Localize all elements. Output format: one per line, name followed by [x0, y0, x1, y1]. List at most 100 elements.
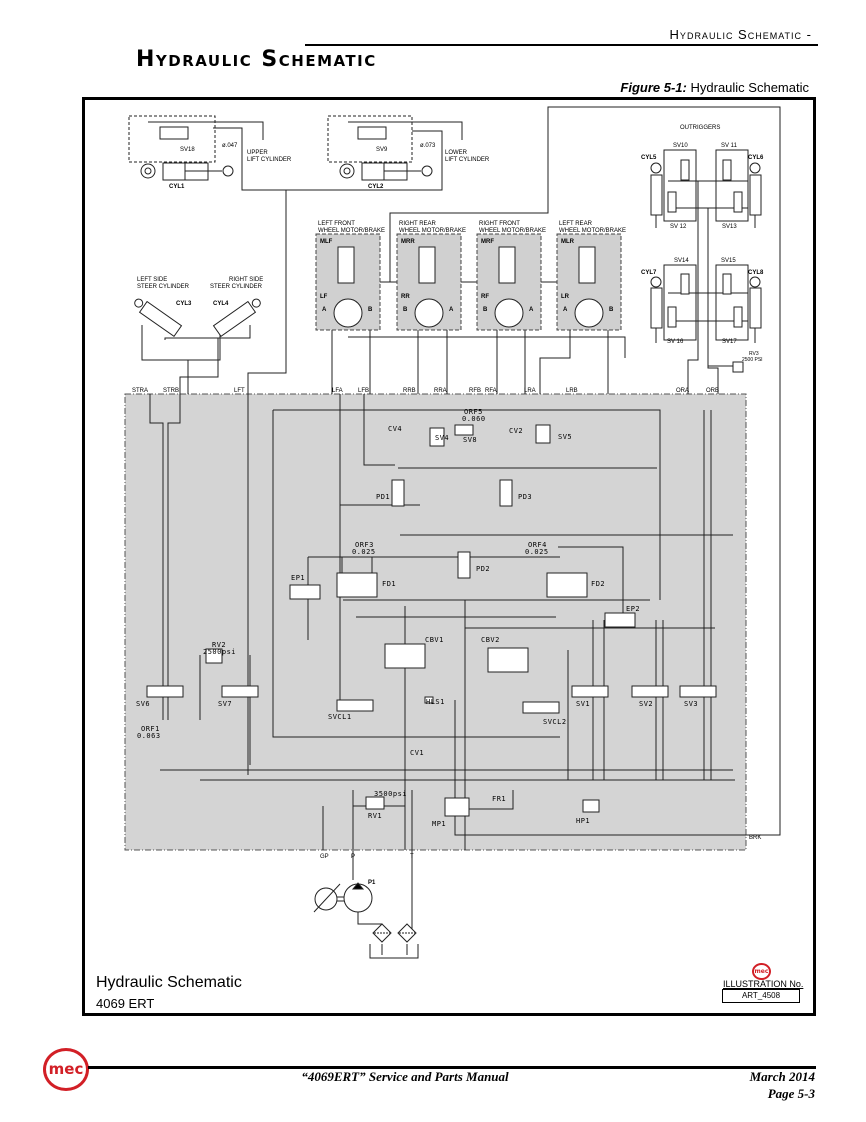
- port-rra: RRA: [434, 388, 447, 394]
- motor-left-port: B: [403, 307, 408, 313]
- label-sv6: SV6: [136, 700, 150, 708]
- label-sv18: SV18: [180, 147, 195, 153]
- label-rv2-pressure: 2500psi: [203, 648, 236, 656]
- label-svcl1: SVCL1: [328, 713, 352, 721]
- pump-p1: [313, 882, 373, 913]
- label-fd1: FD1: [382, 580, 396, 588]
- motor-left-port: A: [322, 307, 327, 313]
- label-left-steer-2: STEER CYLINDER: [137, 284, 190, 290]
- valve-symbol: [487, 647, 529, 673]
- valve-symbol: [221, 685, 259, 698]
- valve-symbol: [546, 572, 588, 598]
- label-sv14: SV14: [674, 258, 689, 264]
- label-cbv2: CBV2: [481, 636, 500, 644]
- lower-lift-cylinder: [339, 126, 433, 181]
- motor-code: LR: [561, 294, 570, 300]
- label-pd3: PD3: [518, 493, 532, 501]
- motor-title-2: WHEEL MOTOR/BRAKE: [318, 228, 385, 234]
- motor-icon: [414, 298, 444, 328]
- valve-symbol: [391, 479, 405, 507]
- label-ep2: EP2: [626, 605, 640, 613]
- motor-icon: [494, 298, 524, 328]
- label-cbv1: CBV1: [425, 636, 444, 644]
- hydraulic-lines: [128, 106, 781, 959]
- valve-symbol: [457, 551, 471, 579]
- label-orf5-size: 0.060: [462, 415, 486, 423]
- label-upper-1: UPPER: [247, 150, 268, 156]
- label-sv1: SV1: [576, 700, 590, 708]
- label-cv2: CV2: [509, 427, 523, 435]
- label-cyl7: CYL7: [641, 270, 657, 276]
- label-cyl4: CYL4: [213, 301, 229, 307]
- label-hls1: HLS1: [426, 698, 445, 706]
- port-ora: ORA: [676, 388, 689, 394]
- label-upper-2: LIFT CYLINDER: [247, 157, 292, 163]
- brake-spring-icon: [337, 246, 355, 284]
- motor-title-2: WHEEL MOTOR/BRAKE: [399, 228, 466, 234]
- label-cyl8: CYL8: [748, 270, 764, 276]
- label-rv2: RV2: [212, 641, 226, 649]
- motor-left-port: A: [563, 307, 568, 313]
- motor-title-1: RIGHT REAR: [399, 221, 437, 227]
- valve-symbol: [571, 685, 609, 698]
- valve-symbol: [146, 685, 184, 698]
- figure-caption-text: Hydraulic Schematic: [690, 80, 810, 95]
- page-title: Hydraulic Schematic: [136, 47, 377, 72]
- label-sv16: SV 16: [667, 339, 684, 345]
- port-gp: GP: [320, 854, 329, 860]
- valve-symbol: [631, 685, 669, 698]
- port-lft: LFT: [234, 388, 245, 394]
- figure-label: Figure 5-1:: [620, 80, 687, 95]
- motor-title-1: LEFT FRONT: [318, 221, 355, 227]
- motor-left-port: B: [483, 307, 488, 313]
- label-sv5: SV5: [558, 433, 572, 441]
- motor-id: MLF: [320, 239, 333, 245]
- label-cv4: CV4: [388, 425, 402, 433]
- label-sv7: SV7: [218, 700, 232, 708]
- label-rv3-pressure: 2500 PSI: [742, 357, 763, 363]
- label-pd1: PD1: [376, 493, 390, 501]
- label-sv17: SV17: [722, 339, 737, 345]
- label-cv1: CV1: [410, 749, 424, 757]
- label-fd2: FD2: [591, 580, 605, 588]
- valve-symbol: [429, 427, 445, 447]
- motor-icon: [333, 298, 363, 328]
- valve-symbol: [499, 479, 513, 507]
- motor-title-1: RIGHT FRONT: [479, 221, 520, 227]
- valve-symbol: [604, 612, 636, 628]
- label-left-steer-1: LEFT SIDE: [137, 277, 167, 283]
- label-cyl1: CYL1: [169, 184, 185, 190]
- label-sv4: SV4: [435, 434, 449, 442]
- motor-title-2: WHEEL MOTOR/BRAKE: [479, 228, 546, 234]
- brake-spring-icon: [418, 246, 436, 284]
- motor-code: RF: [481, 294, 489, 300]
- valve-symbol: [522, 701, 560, 714]
- motor-right-port: B: [609, 307, 614, 313]
- brake-spring-icon: [498, 246, 516, 284]
- motor-id: MRR: [401, 239, 415, 245]
- label-sv12: SV 12: [670, 224, 687, 230]
- footer-page-number: Page 5-3: [767, 1086, 815, 1101]
- motor-title-2: WHEEL MOTOR/BRAKE: [559, 228, 626, 234]
- illustration-number-label: ILLUSTRATION No.: [723, 979, 804, 989]
- label-ep1: EP1: [291, 574, 305, 582]
- footer-date: March 2014: [749, 1069, 815, 1084]
- manifold-block: [124, 393, 747, 851]
- label-sv15: SV15: [721, 258, 736, 264]
- label-orf1: ORF1: [141, 725, 160, 733]
- valve-symbol: [336, 699, 374, 712]
- port-lfb: LFB: [358, 388, 369, 394]
- label-orifice-upper: ø.047: [222, 143, 238, 149]
- valve-symbol: [336, 572, 378, 598]
- port-brk: BRK: [749, 835, 761, 841]
- label-rv3: RV3: [749, 351, 759, 357]
- port-lra: LRA: [524, 388, 536, 394]
- label-fr1: FR1: [492, 795, 506, 803]
- port-orb: ORB: [706, 388, 719, 394]
- sv18-valve: [159, 126, 189, 140]
- label-right-steer-1: RIGHT SIDE: [229, 277, 263, 283]
- label-orifice-lower: ø.073: [420, 143, 436, 149]
